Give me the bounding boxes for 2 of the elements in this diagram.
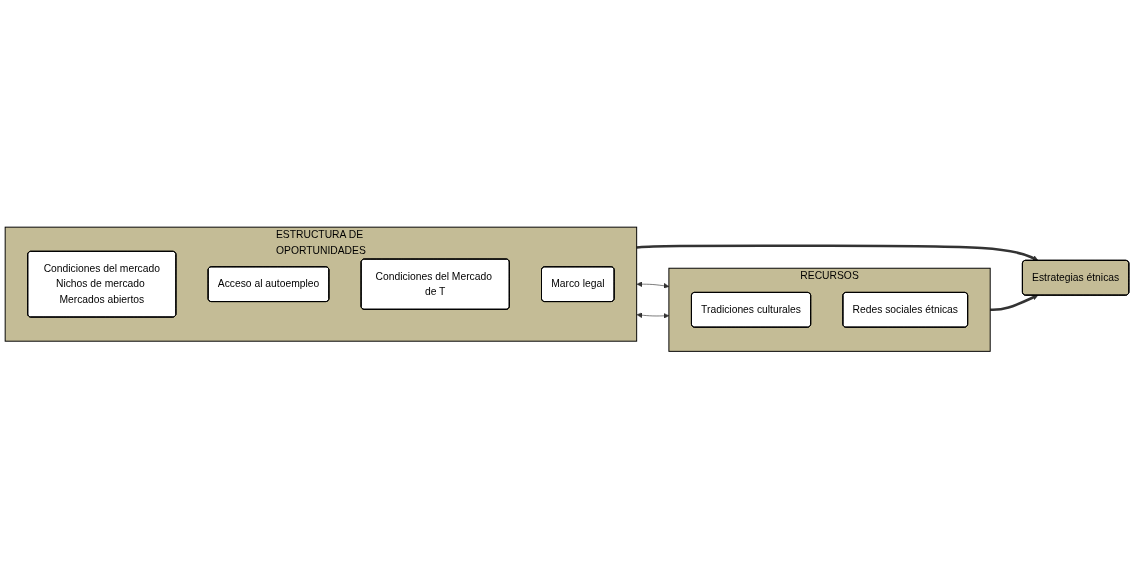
arrow [990, 294, 1039, 311]
arrow [636, 244, 1039, 261]
